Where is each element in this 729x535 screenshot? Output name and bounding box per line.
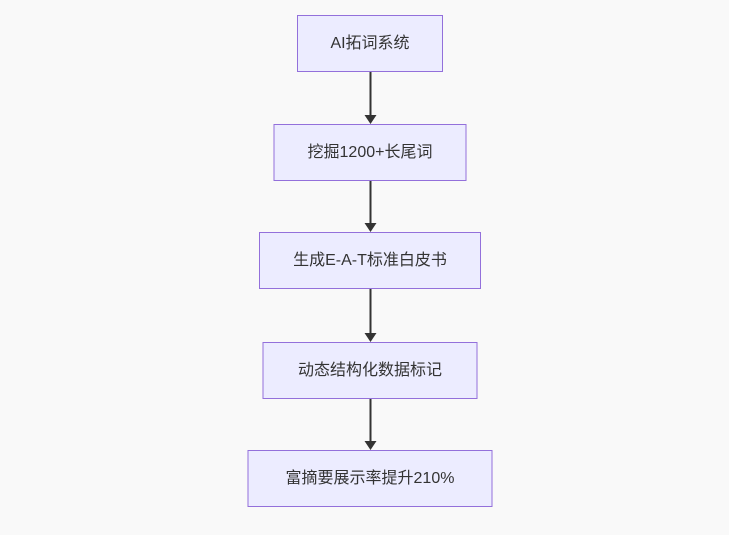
flow-node-ai-expansion-system: AI拓词系统 bbox=[297, 15, 443, 72]
flow-node-longtail-mining: 挖掘1200+长尾词 bbox=[273, 124, 467, 181]
flow-edge-2 bbox=[364, 181, 377, 232]
edge-line bbox=[369, 181, 371, 224]
flow-node-label: 生成E-A-T标准白皮书 bbox=[293, 251, 447, 269]
flow-node-label: 动态结构化数据标记 bbox=[297, 361, 442, 379]
flow-edge-1 bbox=[364, 72, 377, 124]
flow-node-label: AI拓词系统 bbox=[330, 34, 410, 52]
flow-node-structured-data-markup: 动态结构化数据标记 bbox=[262, 342, 478, 399]
flow-node-label: 挖掘1200+长尾词 bbox=[307, 143, 433, 161]
flow-node-rich-snippet-result: 富摘要展示率提升210% bbox=[247, 450, 493, 507]
edge-line bbox=[369, 72, 371, 116]
arrowhead-down-icon bbox=[364, 441, 376, 450]
flow-edge-4 bbox=[364, 399, 377, 450]
flow-node-eat-whitepaper: 生成E-A-T标准白皮书 bbox=[259, 232, 481, 289]
flow-node-label: 富摘要展示率提升210% bbox=[285, 469, 455, 487]
edge-line bbox=[369, 289, 371, 334]
edge-line bbox=[369, 399, 371, 442]
arrowhead-down-icon bbox=[364, 223, 376, 232]
arrowhead-down-icon bbox=[364, 333, 376, 342]
arrowhead-down-icon bbox=[364, 115, 376, 124]
flow-edge-3 bbox=[364, 289, 377, 342]
